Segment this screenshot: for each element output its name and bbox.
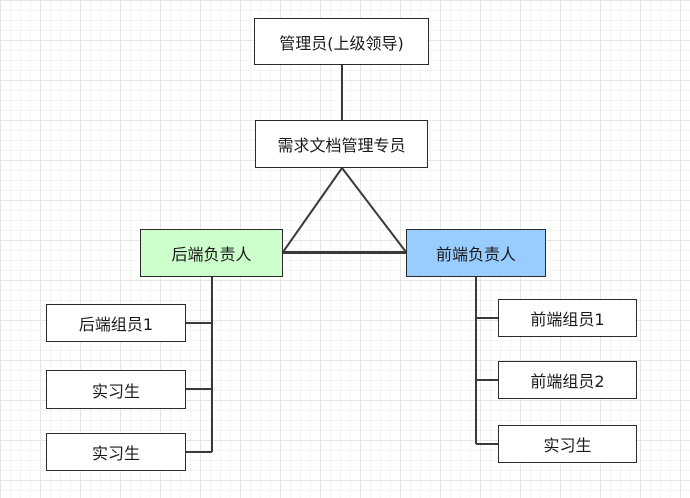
node-frontend-member-1: 前端组员1 — [498, 299, 637, 337]
triangle-connector — [281, 166, 409, 253]
node-frontend-member-2: 前端组员2 — [498, 361, 637, 399]
node-backend-lead: 后端负责人 — [140, 229, 283, 277]
node-backend-intern-1: 实习生 — [46, 370, 186, 409]
node-backend-intern-2: 实习生 — [46, 433, 186, 471]
node-backend-member-1: 后端组员1 — [46, 304, 186, 342]
node-frontend-lead: 前端负责人 — [406, 229, 546, 277]
node-frontend-intern: 实习生 — [498, 425, 637, 463]
node-admin: 管理员(上级领导) — [254, 18, 429, 65]
node-doc-manager: 需求文档管理专员 — [255, 120, 428, 168]
